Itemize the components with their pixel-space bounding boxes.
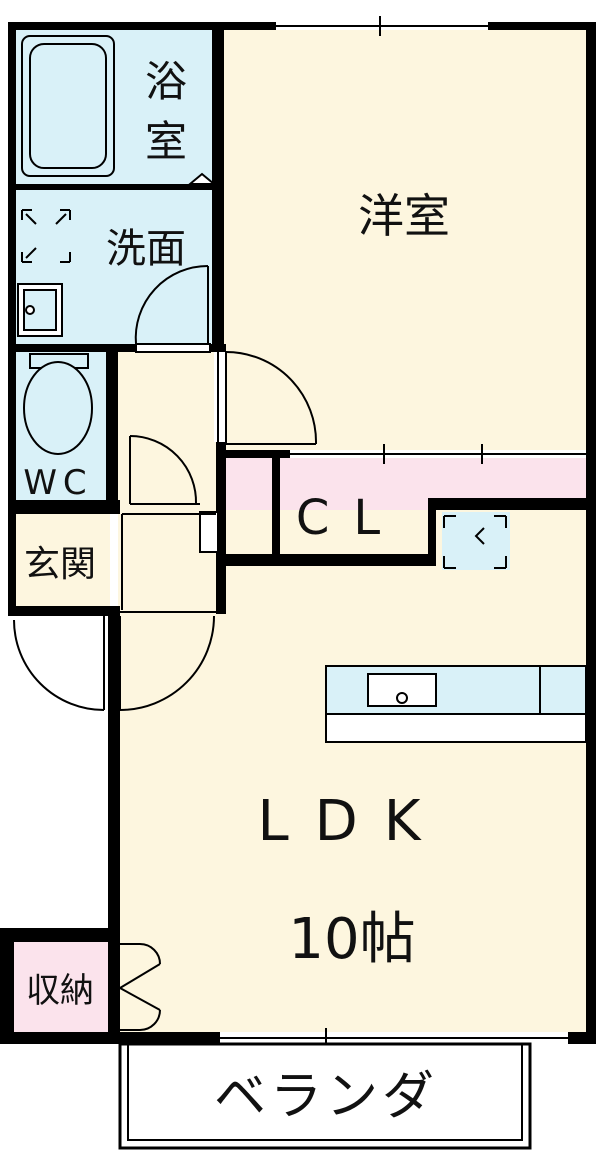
bath-drain (187, 172, 217, 185)
doors (13, 264, 318, 1031)
veranda-label: ベランダ (214, 1067, 438, 1127)
hall-lines (121, 513, 216, 610)
ldk-size-label: 10帖 (288, 907, 415, 972)
storage-floor (14, 942, 110, 1032)
closet-floor (280, 458, 586, 500)
washroom-label: 洗面 (106, 226, 186, 272)
western-room-floor (224, 30, 586, 450)
ldk-label: LDK (257, 789, 446, 854)
entrance-floor (14, 514, 110, 608)
closet-sliding-doors (290, 444, 586, 464)
closet-label: CL (296, 490, 404, 546)
bath-label-line2: 室 (145, 117, 187, 166)
bathtub (21, 35, 115, 177)
kitchen-counter (325, 665, 587, 743)
washing-machine-space (21, 209, 71, 263)
entrance-label: 玄関 (24, 544, 96, 585)
bath-label-line1: 浴 (145, 57, 187, 106)
fridge-space (442, 512, 510, 570)
ldk-floor (120, 510, 586, 1032)
veranda (118, 1042, 532, 1150)
toilet (23, 353, 93, 455)
wc-label: WC (23, 463, 92, 503)
storage-label: 収納 (26, 971, 94, 1011)
windows (220, 16, 568, 1048)
western-room-label: 洋室 (358, 189, 450, 243)
wash-basin (17, 283, 63, 337)
